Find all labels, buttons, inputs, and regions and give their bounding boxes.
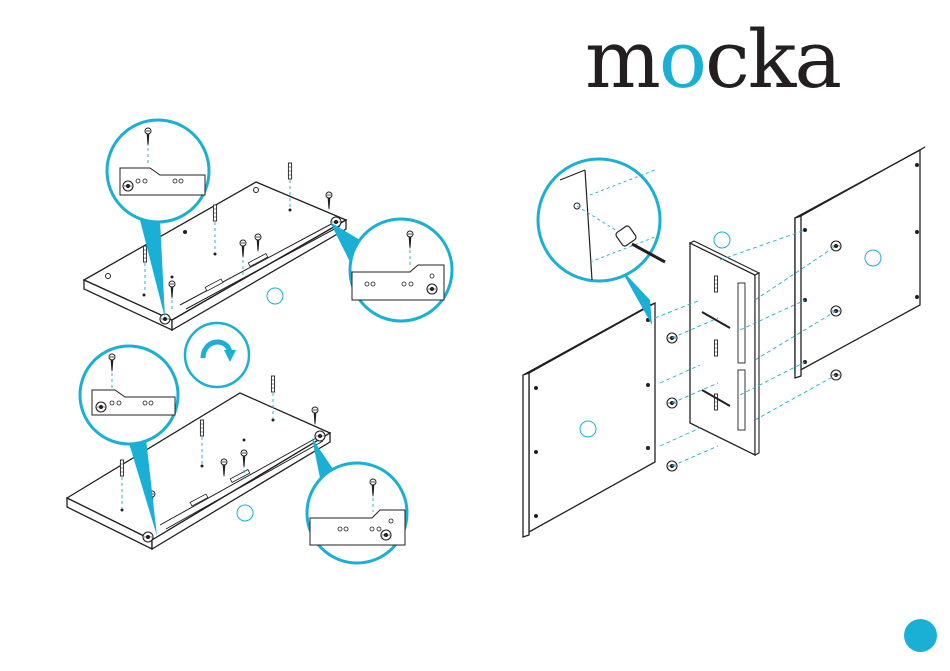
page-indicator-dot [904,619,937,652]
logo-letter: m [585,13,659,106]
detail-callout-lower-right [307,438,407,563]
middle-panel [690,232,759,455]
logo-letter: a [794,13,840,106]
detail-callout-upper-right [330,219,452,321]
logo-letter: k [748,13,794,106]
flip-over-indicator [185,323,249,387]
detail-callout-right [538,159,665,325]
side-panel-right [795,147,925,380]
logo-letter: o [659,13,705,106]
brand-logo: mocka [585,20,840,100]
logo-letter: c [705,13,748,106]
side-panel-left [523,303,677,537]
